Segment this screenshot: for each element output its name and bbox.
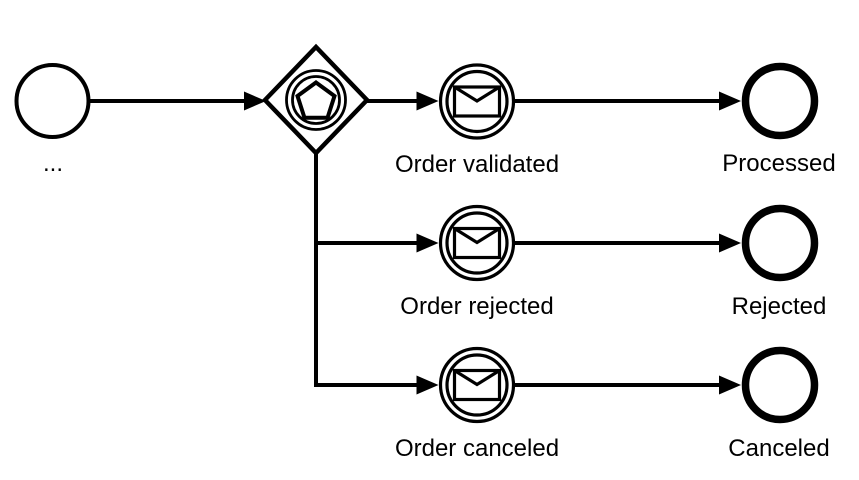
end-event-rejected: Rejected (732, 204, 827, 320)
arrowhead-icon (416, 233, 439, 253)
envelope-icon (452, 226, 502, 260)
message-event-label: Order rejected (400, 293, 553, 320)
end-event-circle (741, 62, 819, 140)
sequence-flow-rejected-to-end (514, 233, 741, 253)
end-event-canceled: Canceled (728, 346, 830, 462)
arrowhead-icon (719, 91, 741, 111)
sequence-flow-gateway-to-validated (365, 91, 439, 111)
pentagon-icon (295, 80, 337, 120)
message-catch-event-order-rejected: Order rejected (400, 204, 554, 320)
start-event-label: ... (43, 150, 63, 177)
envelope-flap (453, 227, 501, 245)
gateway-branch-connector (314, 151, 439, 395)
end-event-label: Processed (722, 150, 835, 177)
envelope-flap (453, 369, 501, 387)
message-catch-event-order-canceled: Order canceled (395, 346, 559, 462)
sequence-flow-start-to-gateway (88, 91, 266, 111)
start-event: ... (14, 63, 91, 177)
arrowhead-icon (416, 91, 439, 111)
sequence-flow-canceled-to-end (514, 375, 741, 395)
message-catch-event-order-validated: Order validated (395, 63, 559, 178)
arrowhead-icon (719, 233, 741, 253)
end-event-circle (741, 204, 819, 282)
envelope-icon (452, 85, 502, 118)
end-event-label: Rejected (732, 293, 827, 320)
arrowhead-icon (416, 375, 439, 395)
end-event-label: Canceled (728, 435, 829, 462)
end-event-processed: Processed (722, 62, 836, 177)
sequence-flow-validated-to-processed (514, 91, 741, 111)
envelope-flap (453, 85, 501, 103)
arrowhead-icon (719, 375, 741, 395)
arrowhead-icon (244, 91, 266, 111)
start-event-circle (14, 63, 91, 139)
event-based-gateway (261, 43, 371, 157)
message-event-label: Order validated (395, 151, 559, 178)
end-event-circle (741, 346, 819, 424)
flow-line-vertical-elbow (314, 151, 420, 387)
envelope-icon (452, 368, 502, 402)
message-event-label: Order canceled (395, 435, 559, 462)
